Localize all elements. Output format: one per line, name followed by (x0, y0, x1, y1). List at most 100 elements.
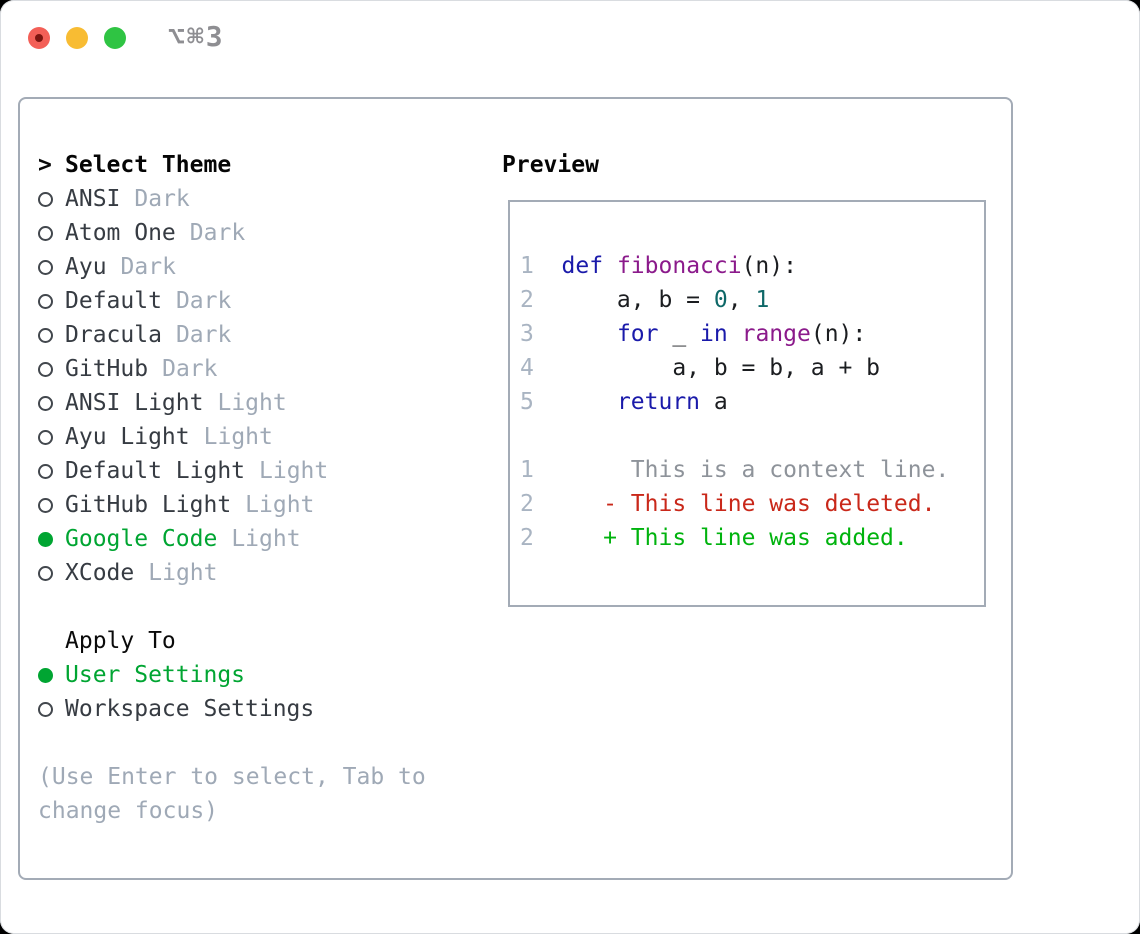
radio-marker (38, 497, 65, 513)
code-line: 1 def fibonacci(n): (520, 249, 978, 283)
apply-to-title: Apply To (65, 628, 176, 654)
radio-marker (38, 463, 65, 479)
token-del: - This line was deleted. (603, 491, 936, 517)
token-pl: a (700, 389, 728, 415)
code-line: 4 a, b = b, a + b (520, 351, 978, 385)
theme-option-label: GitHub (65, 356, 149, 382)
theme-option-google-code[interactable]: Google Code Light (38, 522, 1011, 556)
apply-option-label: User Settings (65, 662, 246, 688)
token-ln: 3 (520, 321, 562, 347)
radio-unselected-icon (38, 361, 53, 377)
radio-marker (38, 259, 65, 275)
token-pl: _ (658, 321, 701, 347)
preview-column: Preview 1 def fibonacci(n):2 a, b = 0, 1… (502, 148, 986, 607)
theme-variant-label: Dark (189, 220, 246, 246)
theme-variant-label: Light (231, 526, 301, 552)
theme-option-ayu-light[interactable]: Ayu Light Light (38, 420, 1011, 454)
theme-option-ayu[interactable]: Ayu Dark (38, 250, 1011, 284)
token-pl: , (727, 287, 756, 313)
token-ln: 1 (520, 253, 562, 279)
window-title-shortcut: ⌥⌘3 (168, 20, 225, 53)
token-pl (603, 253, 617, 279)
token-pl (562, 321, 617, 347)
theme-variant-label: Dark (162, 356, 218, 382)
radio-marker (38, 565, 65, 581)
theme-option-label: Default (65, 288, 162, 314)
token-ctx: This is a context line. (630, 457, 950, 483)
theme-variant-label: Light (217, 390, 287, 416)
token-pl (728, 321, 742, 347)
minimize-button[interactable] (66, 27, 88, 49)
token-ln: 2 (520, 525, 604, 551)
radio-unselected-icon (38, 327, 53, 343)
theme-variant-label: Dark (134, 186, 190, 212)
theme-option-label: Ayu (65, 254, 107, 280)
theme-option-github-light[interactable]: GitHub Light Light (38, 488, 1011, 522)
token-kw: def (561, 253, 604, 279)
token-ln: 4 (520, 355, 562, 381)
theme-variant-label: Light (245, 492, 315, 518)
apply-option-user-settings[interactable]: User Settings (38, 658, 1011, 692)
radio-marker (38, 225, 65, 241)
theme-option-default[interactable]: Default Dark (38, 284, 1011, 318)
radio-marker (38, 531, 65, 547)
titlebar: ⌥⌘3 (0, 0, 1140, 76)
theme-variant-label: Dark (175, 288, 232, 314)
token-num: 0 (713, 287, 728, 313)
token-pl: a, b = (561, 287, 714, 313)
token-pl (562, 389, 617, 415)
theme-option-label: Dracula (65, 322, 162, 348)
token-kw: for (616, 321, 659, 347)
theme-option-label: Ayu Light (65, 424, 190, 450)
zoom-button[interactable] (104, 27, 126, 49)
token-ln: 5 (520, 389, 562, 415)
token-fn: fibonacci (616, 253, 742, 279)
apply-to-header: Apply To (38, 624, 1011, 658)
cursor-marker: > (38, 152, 65, 178)
token-num: 1 (755, 287, 770, 313)
apply-option-workspace-settings[interactable]: Workspace Settings (38, 692, 1011, 726)
radio-unselected-icon (38, 565, 53, 581)
theme-option-label: XCode (65, 560, 135, 586)
token-kw: in (700, 321, 728, 347)
close-button[interactable] (28, 27, 50, 49)
theme-option-label: GitHub Light (65, 492, 232, 518)
radio-unselected-icon (38, 191, 53, 207)
radio-marker (38, 395, 65, 411)
token-kw: return (616, 389, 701, 415)
preview-title: Preview (502, 152, 599, 178)
token-add: + This line was added. (603, 525, 908, 551)
theme-variant-label: Light (259, 458, 329, 484)
theme-option-label: Google Code (65, 526, 218, 552)
theme-option-dracula[interactable]: Dracula Dark (38, 318, 1011, 352)
radio-marker (38, 701, 65, 717)
radio-marker (38, 293, 65, 309)
radio-marker (38, 667, 65, 683)
theme-variant-label: Dark (120, 254, 176, 280)
radio-unselected-icon (38, 497, 53, 513)
token-ln: 2 (520, 287, 562, 313)
select-theme-title: Select Theme (65, 152, 232, 178)
token-ln: 1 (520, 457, 631, 483)
radio-marker (38, 361, 65, 377)
token-ln: 2 (520, 491, 604, 517)
radio-selected-icon (38, 531, 53, 547)
theme-variant-label: Dark (175, 322, 232, 348)
theme-option-github[interactable]: GitHub Dark (38, 352, 1011, 386)
radio-selected-icon (38, 667, 53, 683)
code-line: 2 a, b = 0, 1 (520, 283, 978, 317)
code-line: 3 for _ in range(n): (520, 317, 978, 351)
theme-variant-label: Light (203, 424, 273, 450)
radio-marker (38, 191, 65, 207)
